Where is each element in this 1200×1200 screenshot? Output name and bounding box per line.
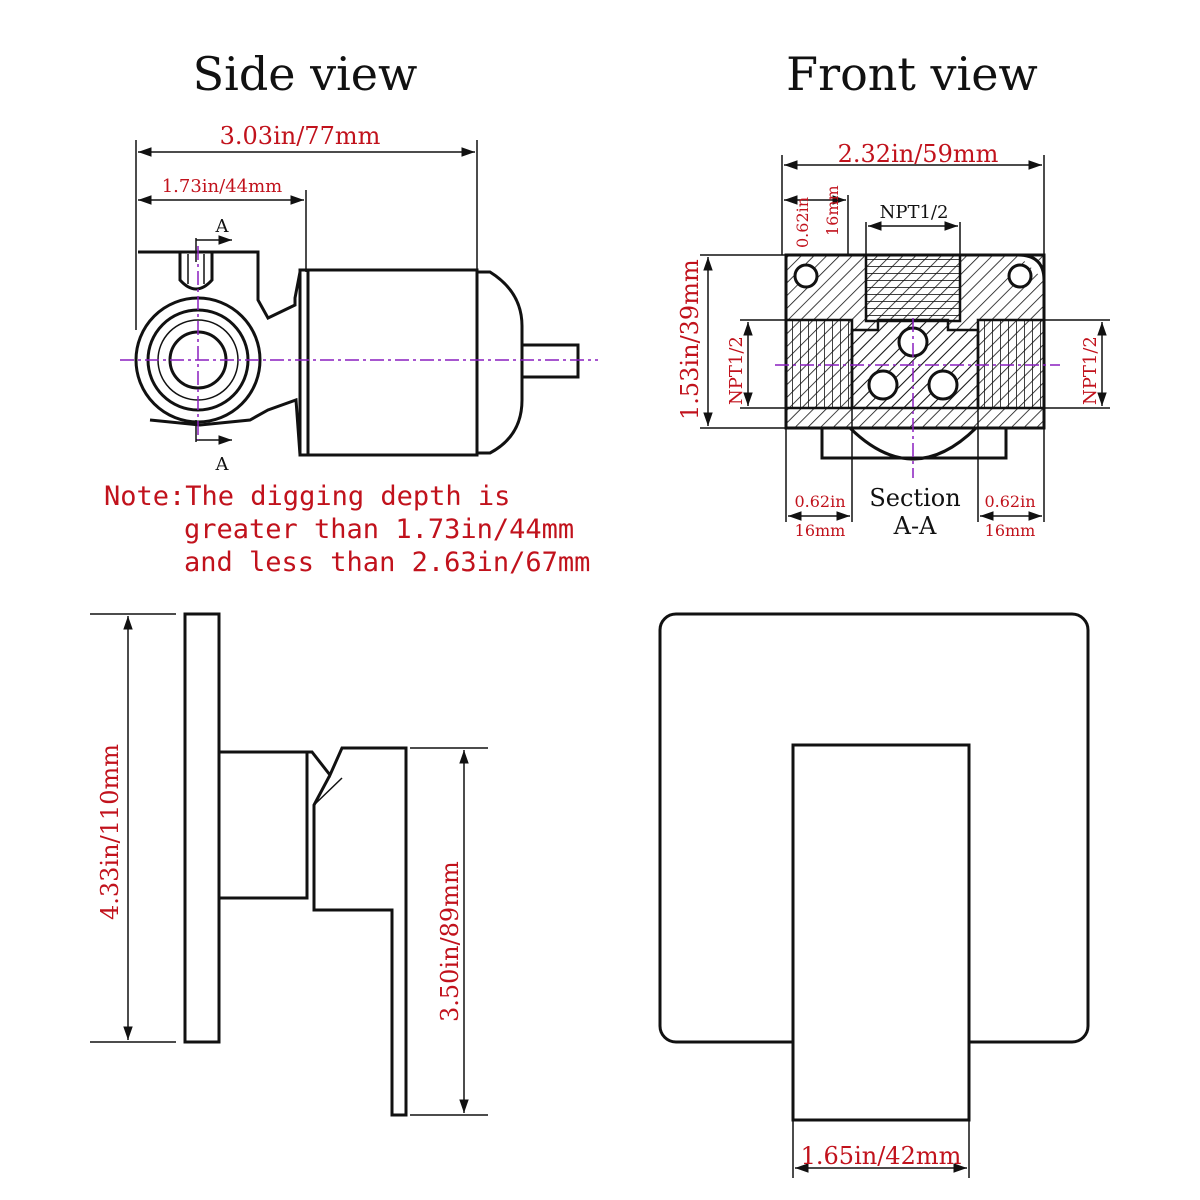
mounting-hole <box>793 263 819 289</box>
top-offset-in-label: 0.62in <box>793 197 812 248</box>
left-threaded-port <box>784 318 854 410</box>
top-offset-mm-label: 16mm <box>823 185 842 236</box>
valve-top-lug <box>178 252 214 291</box>
valve-stem <box>520 343 580 379</box>
trim-handle-edge <box>313 777 343 806</box>
front-view-title: Front view <box>786 47 1038 101</box>
trim-handle <box>307 746 408 1117</box>
right-offset-mm-label: 16mm <box>985 521 1036 540</box>
trim-plate <box>183 612 221 1044</box>
section-label: Section <box>869 484 960 512</box>
valve-body-outline <box>138 250 302 456</box>
right-thread-label: NPT1/2 <box>1080 336 1101 405</box>
right-offset-in-label: 0.62in <box>984 492 1035 511</box>
cartridge-cap <box>477 270 524 455</box>
height-label: 1.53in/39mm <box>676 259 704 420</box>
plate-height-label: 4.33in/110mm <box>96 744 124 920</box>
section-label: A-A <box>893 512 937 540</box>
section-marker-top: A <box>215 216 230 237</box>
left-offset-in-label: 0.62in <box>794 492 845 511</box>
passage-hole <box>867 369 899 401</box>
installation-note: Note:The digging depth is greater than 1… <box>104 481 590 578</box>
left-offset-mm-label: 16mm <box>795 521 846 540</box>
trim-front-view: 1.65in/42mm <box>658 612 1090 1178</box>
right-threaded-port <box>976 318 1046 410</box>
handle-width-label: 1.65in/42mm <box>801 1142 962 1170</box>
side-view-title: Side view <box>193 47 418 101</box>
left-thread-label: NPT1/2 <box>726 336 747 405</box>
handle-height-label: 3.50in/89mm <box>436 861 464 1022</box>
side-view-valve: 3.03in/77mm 1.73in/44mm A A <box>120 122 598 475</box>
trim-body <box>217 750 309 900</box>
section-marker-bottom: A <box>215 454 230 475</box>
overall-width-label: 2.32in/59mm <box>838 140 999 168</box>
front-view-section: 2.32in/59mm 0.62in 16mm NPT1/2 1.53in/39… <box>676 140 1110 540</box>
note-line: greater than 1.73in/44mm <box>184 514 574 545</box>
trim-side-view: 4.33in/110mm 3.50in/89mm <box>90 612 488 1117</box>
note-line: and less than 2.63in/67mm <box>184 547 590 578</box>
top-threaded-port <box>864 253 962 323</box>
body-depth-label: 1.73in/44mm <box>162 176 283 197</box>
valve-section-corner <box>1017 253 1046 281</box>
overall-length-label: 3.03in/77mm <box>220 122 381 150</box>
passage-hole <box>927 369 959 401</box>
cartridge-housing <box>298 268 479 457</box>
note-line: Note:The digging depth is <box>104 481 510 512</box>
trim-handle-front <box>791 743 971 1122</box>
top-thread-label: NPT1/2 <box>880 202 949 223</box>
valve-section-dome <box>848 426 978 461</box>
mounting-hole <box>1007 263 1033 289</box>
